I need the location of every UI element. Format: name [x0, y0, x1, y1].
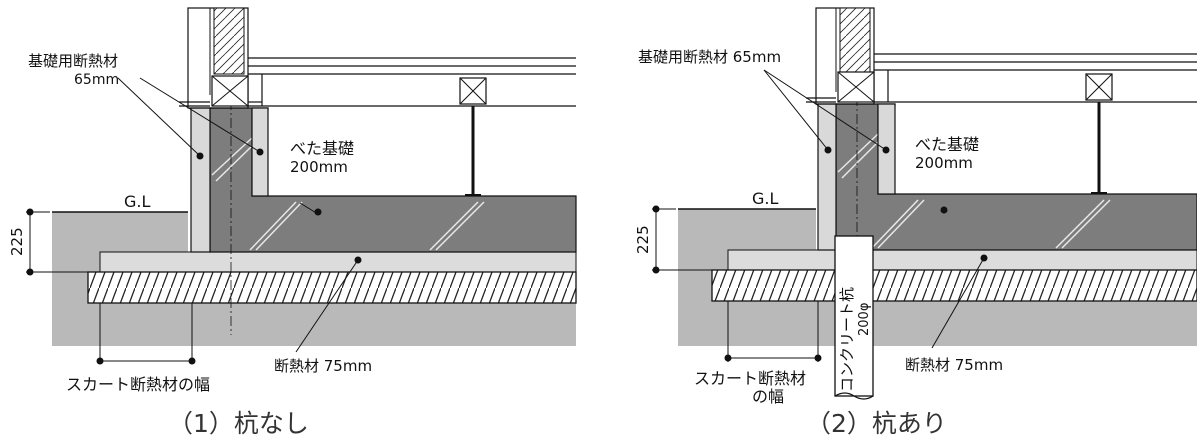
lean-concrete	[99, 251, 577, 273]
pile-break-icon	[834, 392, 874, 400]
exterior-foundation-insulation	[190, 107, 211, 253]
label-slab-insulation: 断熱材 75mm	[274, 357, 372, 375]
floor-structure	[806, 53, 1197, 103]
label-pile: コンクリート杭	[838, 287, 856, 392]
ground-under-slab	[712, 301, 1197, 346]
skirt-width-dimension	[96, 303, 196, 365]
slab-insulation	[711, 269, 1197, 302]
label-foundation-insulation: 基礎用断熱材 65mm	[638, 48, 781, 66]
label-skirt-width-line2: の幅	[752, 387, 784, 406]
dimension-225	[652, 205, 712, 274]
concrete-pile	[834, 235, 874, 397]
dimension-225	[26, 208, 88, 276]
label-skirt-width-line1: スカート断熱材	[694, 369, 806, 388]
label-mat-foundation: べた基礎	[290, 139, 354, 158]
sill-cross-icon	[837, 71, 875, 103]
sill-cross-icon	[211, 75, 249, 107]
wall-insulation	[839, 7, 871, 73]
leaders	[763, 69, 988, 349]
caption-panel-1: （1）杭なし	[168, 409, 309, 438]
lean-concrete	[727, 249, 1197, 271]
break-lines	[211, 137, 485, 251]
label-slab-insulation: 断熱材 75mm	[905, 356, 1003, 374]
label-mat-foundation-thickness: 200mm	[915, 154, 973, 172]
panel-1: 基礎用断熱材 65mm べた基礎 200mm G.L 225 断熱材 75mm …	[8, 7, 577, 438]
label-ground-line: G.L	[752, 189, 778, 208]
label-foundation-insulation: 基礎用断熱材	[28, 52, 118, 70]
label-pile-diameter: 200φ	[857, 303, 872, 336]
label-mat-foundation-thickness: 200mm	[290, 158, 348, 176]
label-dimension: 225	[634, 225, 652, 254]
exterior-foundation-insulation	[817, 103, 837, 251]
label-mat-foundation: べた基礎	[915, 135, 979, 154]
leaders	[117, 77, 362, 353]
caption-panel-2: （2）杭あり	[806, 409, 947, 438]
skirt-width-dimension	[724, 301, 822, 362]
label-foundation-insulation-thickness: 65mm	[74, 72, 119, 88]
label-skirt-width: スカート断熱材の幅	[66, 375, 210, 394]
joist-cross-icon	[459, 77, 487, 105]
label-dimension: 225	[8, 227, 26, 256]
label-ground-line: G.L	[124, 192, 150, 211]
wall-insulation	[213, 7, 245, 75]
panel-2: 基礎用断熱材 65mm べた基礎 200mm G.L 225 コンクリート杭 2…	[634, 7, 1197, 438]
joist-cross-icon	[1085, 73, 1113, 101]
ground-under-slab	[88, 303, 576, 346]
floor-structure	[179, 57, 576, 107]
